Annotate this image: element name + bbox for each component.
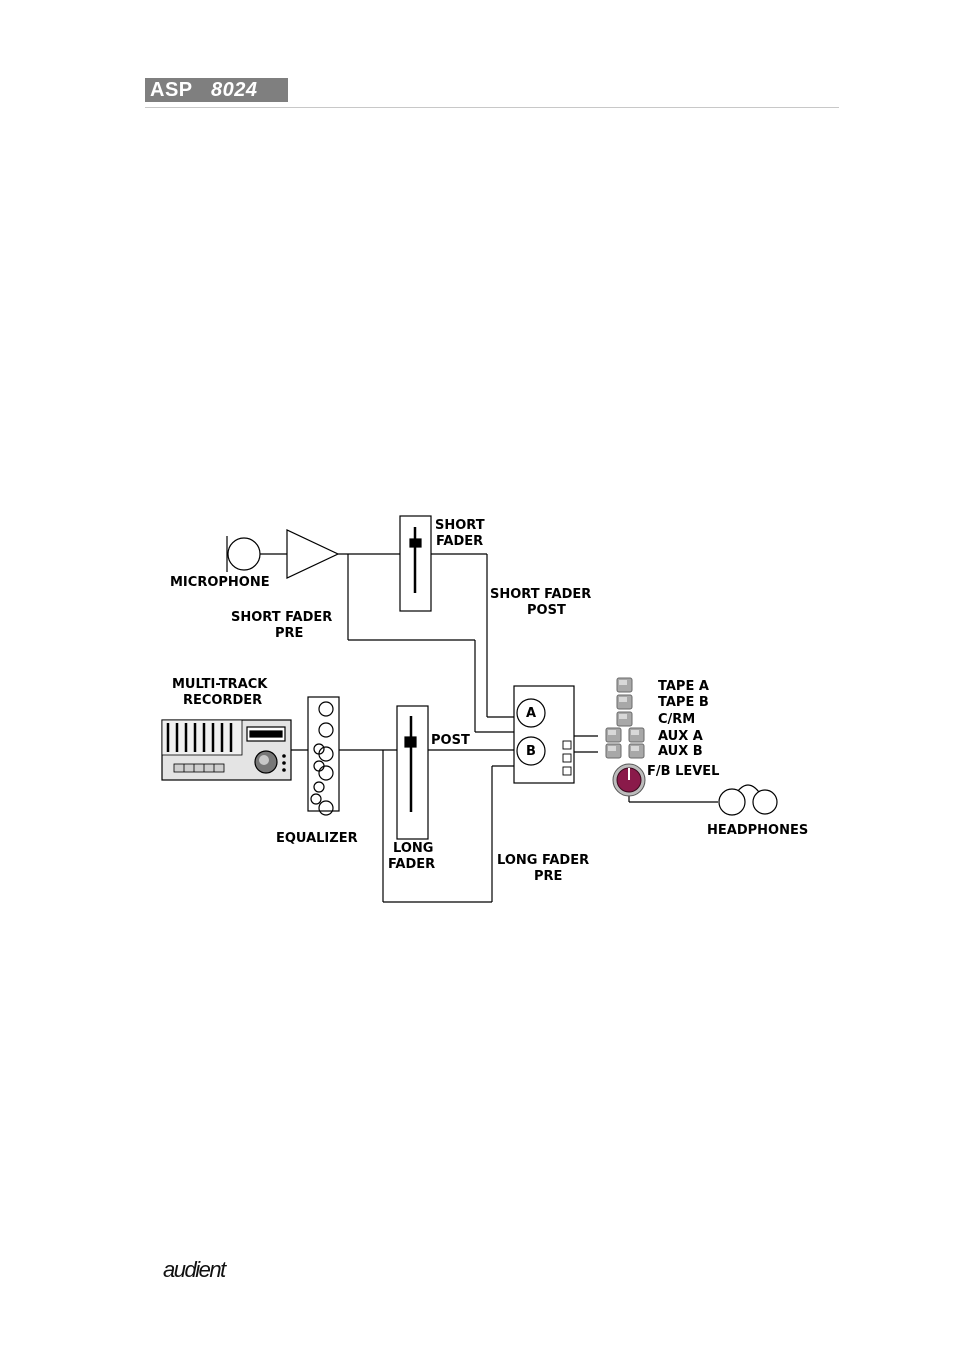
- long-fader-pre-label-1: LONG FADER: [497, 853, 589, 868]
- tape-a-button: [617, 678, 632, 692]
- aux-a-label: AUX A: [658, 729, 703, 744]
- equalizer-strip: [308, 697, 339, 815]
- microphone-icon: [227, 536, 260, 572]
- long-fader-label-2: FADER: [388, 857, 435, 872]
- multitrack-recorder-icon: [162, 720, 291, 780]
- post-label: POST: [431, 733, 470, 748]
- short-fader-post-label-2: POST: [527, 603, 566, 618]
- microphone-label: MICROPHONE: [170, 575, 270, 590]
- aux-b-button-2: [629, 744, 644, 758]
- aux-a-button-2: [629, 728, 644, 742]
- bus-select-buttons: [606, 678, 644, 758]
- aux-b-button-1: [606, 744, 621, 758]
- short-fader-post-label-1: SHORT FADER: [490, 587, 591, 602]
- short-fader-pre-label-2: PRE: [275, 626, 303, 641]
- headphones-icon: [719, 785, 777, 815]
- headphones-label: HEADPHONES: [707, 823, 808, 838]
- short-fader-pre-label-1: SHORT FADER: [231, 610, 332, 625]
- ab-selector: [514, 686, 574, 783]
- equalizer-label: EQUALIZER: [276, 831, 358, 846]
- recorder-label-2: RECORDER: [183, 693, 262, 708]
- recorder-label-1: MULTI-TRACK: [172, 677, 268, 692]
- short-fader-label-2: FADER: [436, 534, 483, 549]
- tape-a-label: TAPE A: [658, 679, 709, 694]
- fb-level-knob-icon: [613, 764, 645, 796]
- switch-a-label: A: [526, 706, 536, 721]
- tape-b-button: [617, 695, 632, 709]
- tape-b-label: TAPE B: [658, 695, 709, 710]
- long-fader-pre-label-2: PRE: [534, 869, 562, 884]
- long-fader: [397, 706, 428, 839]
- aux-a-button-1: [606, 728, 621, 742]
- c-rm-button: [617, 712, 632, 726]
- short-fader: [400, 516, 431, 611]
- preamp-triangle: [287, 530, 338, 578]
- aux-b-label: AUX B: [658, 744, 703, 759]
- long-fader-label-1: LONG: [393, 841, 433, 856]
- audient-logo: audient: [163, 1257, 225, 1283]
- switch-b-label: B: [526, 744, 536, 759]
- fb-level-label: F/B LEVEL: [647, 764, 719, 779]
- short-fader-label-1: SHORT: [435, 518, 485, 533]
- c-rm-label: C/RM: [658, 712, 695, 727]
